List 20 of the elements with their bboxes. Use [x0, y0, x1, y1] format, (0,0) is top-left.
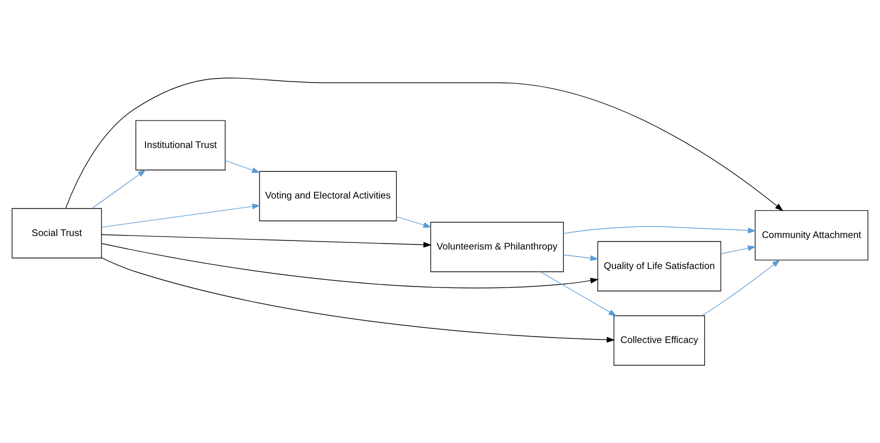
node-box: Volunteerism & Philanthropy [430, 222, 564, 272]
arrow [65, 78, 784, 212]
arrow [396, 216, 432, 228]
arrow [101, 257, 615, 343]
arrow [702, 260, 780, 316]
arrow [101, 204, 260, 228]
arrow [92, 170, 146, 209]
node-box: Collective Efficacy [614, 315, 705, 366]
node-box: Community Attachment [754, 210, 868, 260]
node-box: Social Trust [12, 208, 102, 258]
arrow [563, 254, 599, 261]
arrow [101, 234, 432, 248]
arrow [101, 243, 599, 288]
node-box: Quality of Life Satisfaction [597, 241, 722, 292]
node-box: Voting and Electoral Activities [259, 171, 397, 222]
arrow [540, 271, 617, 316]
arrow [224, 160, 260, 173]
node-box: Institutional Trust [135, 120, 226, 170]
arrow [563, 226, 756, 234]
arrow [720, 245, 756, 254]
